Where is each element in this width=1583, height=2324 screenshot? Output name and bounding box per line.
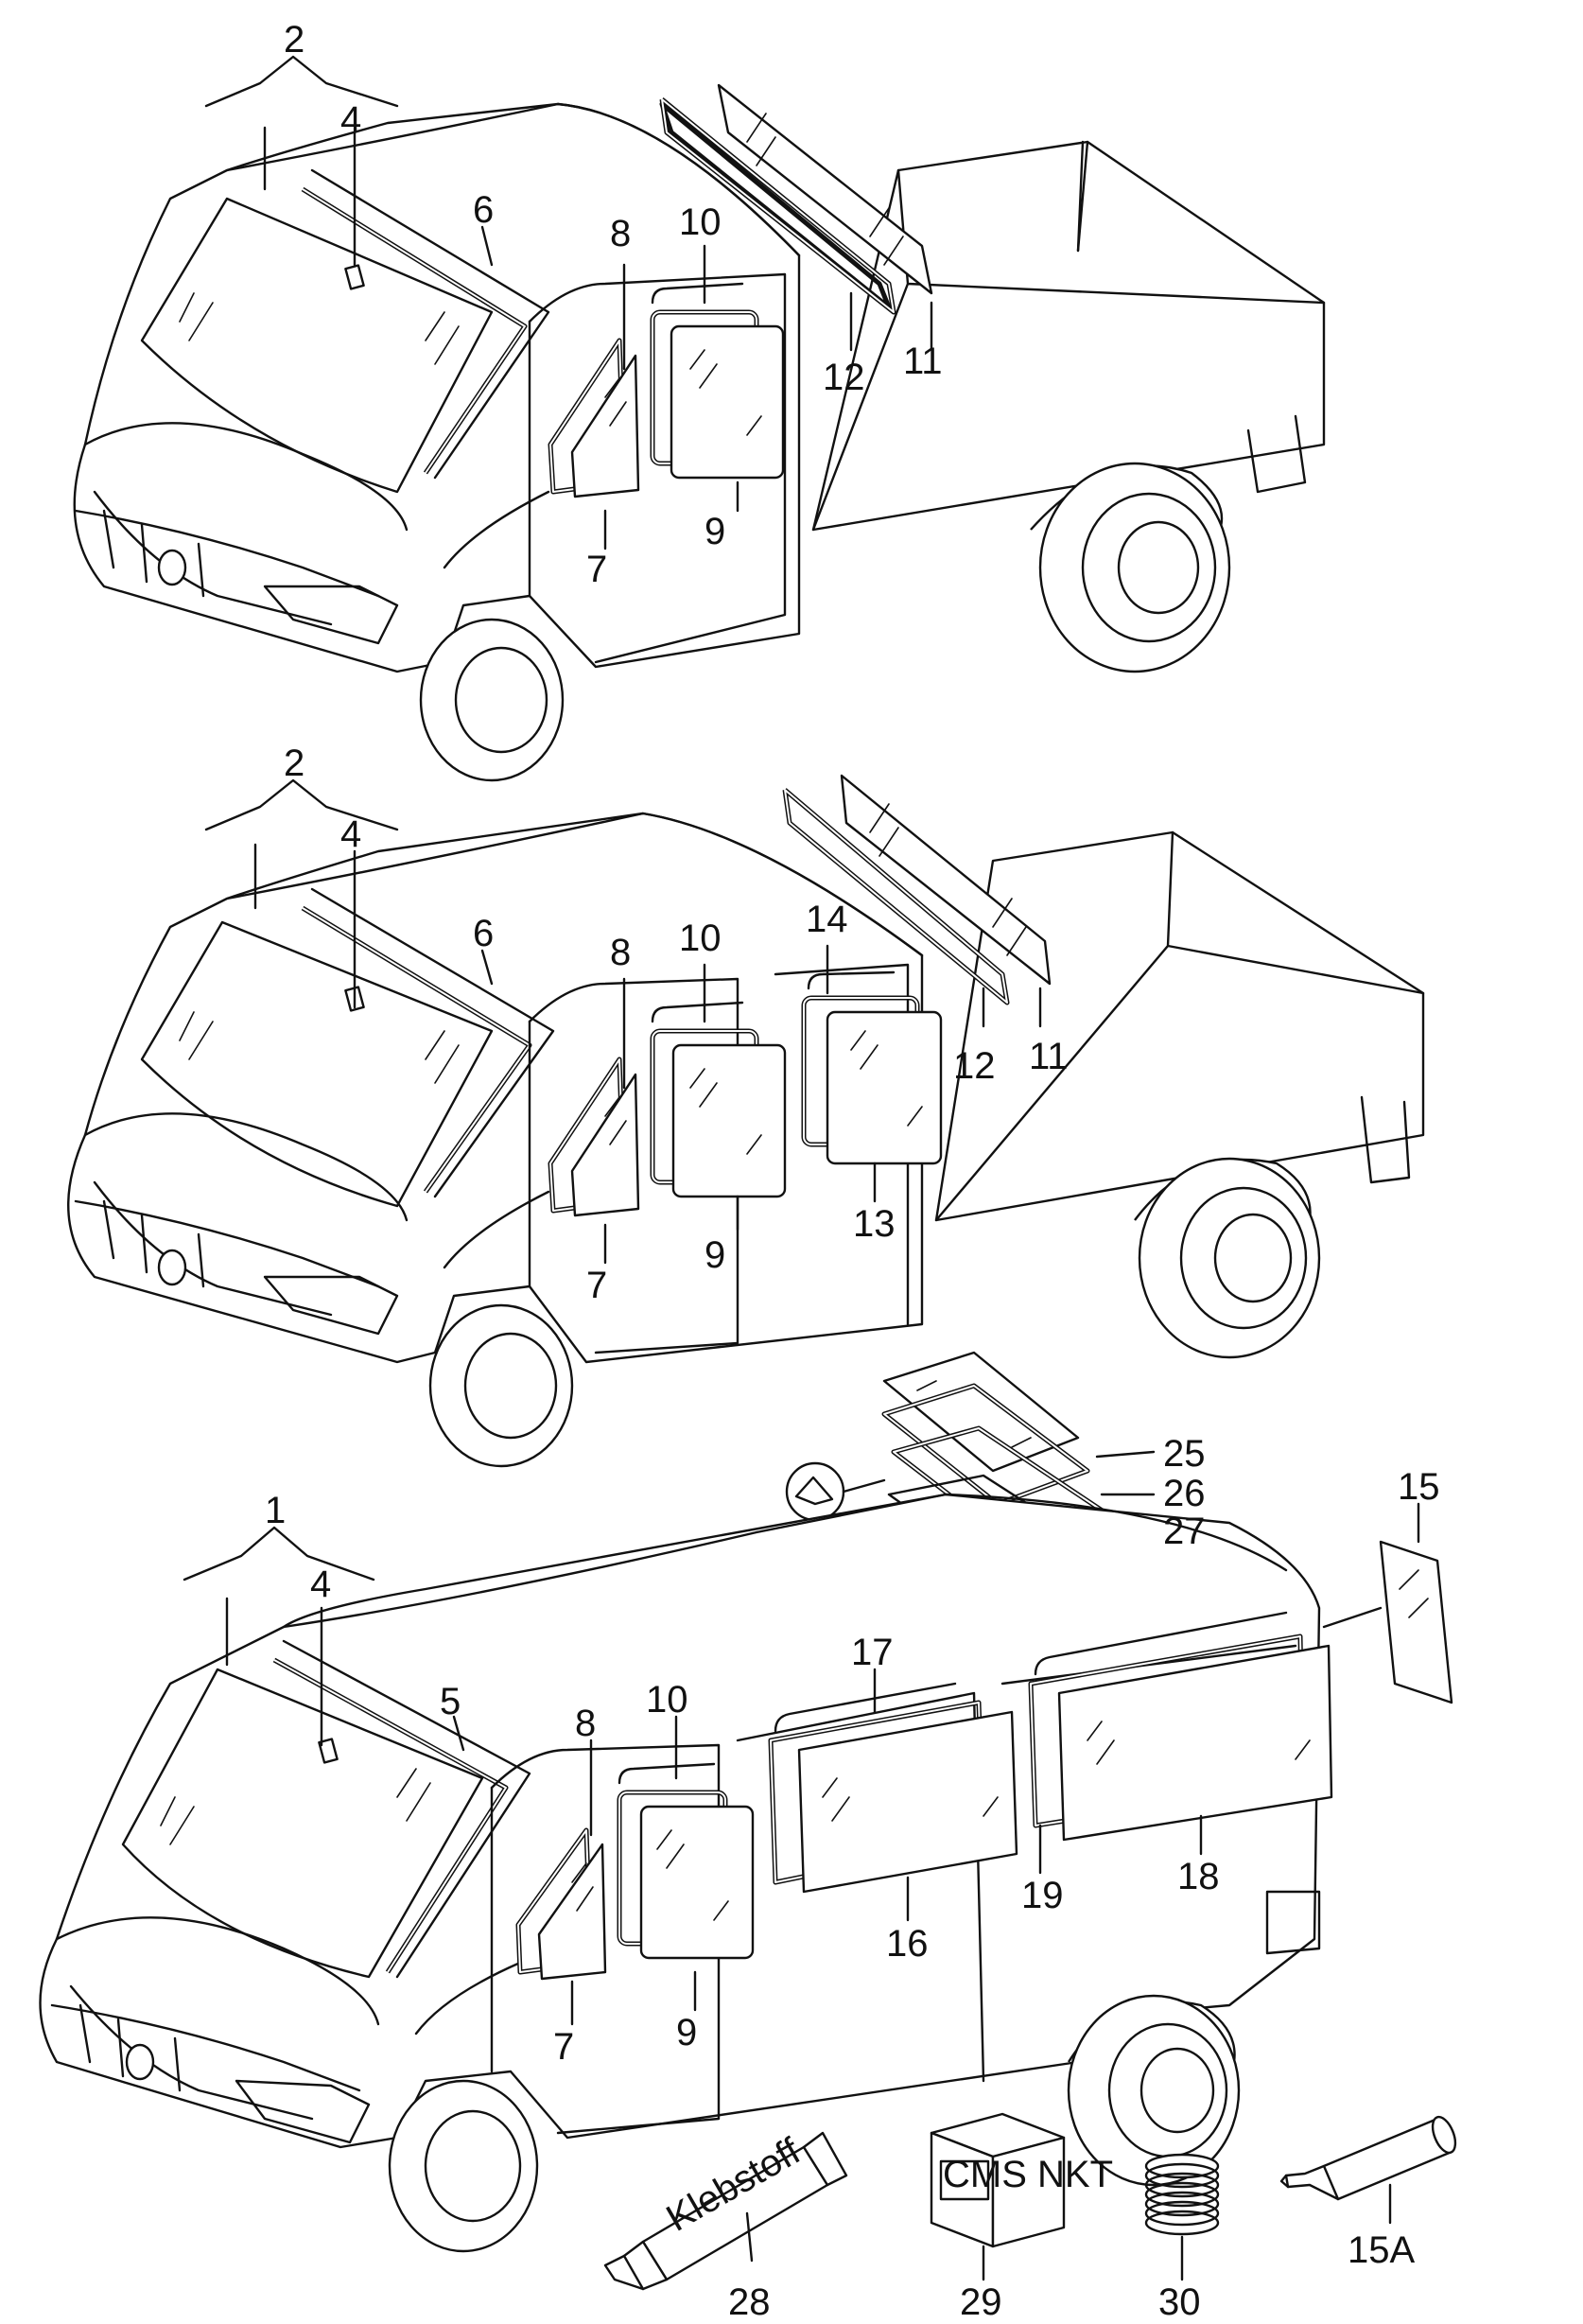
label-9-mid: 9: [705, 1234, 725, 1276]
van: [39, 1493, 1321, 2253]
leaders-2: [204, 778, 1042, 1265]
rear-side-window-13: [801, 970, 943, 1165]
label-30: 30: [1158, 2281, 1201, 2323]
coil-30: [1144, 2153, 1220, 2281]
label-6-mid: 6: [473, 913, 494, 954]
box-label: CMS NKT: [943, 2154, 1113, 2195]
truck-double-cab: [67, 774, 1425, 1468]
label-1: 1: [265, 1490, 286, 1531]
leaders-1: [204, 55, 933, 550]
label-13: 13: [853, 1203, 896, 1245]
label-2-mid: 2: [284, 743, 304, 784]
label-7-bot: 7: [553, 2026, 574, 2068]
side-window-9: [650, 282, 785, 480]
label-16: 16: [886, 1923, 929, 1965]
label-4-mid: 4: [340, 813, 361, 855]
label-29: 29: [960, 2281, 1002, 2323]
label-26: 26: [1163, 1473, 1206, 1514]
label-11-mid: 11: [1029, 1036, 1069, 1077]
cargo-bed-1: [811, 140, 1326, 673]
label-10-bot: 10: [646, 1679, 688, 1721]
leaders-3: [183, 1502, 1420, 2026]
cab-body-2: [67, 812, 924, 1468]
vent-window-7b: [548, 1057, 640, 1217]
label-9-bot: 9: [676, 2012, 697, 2053]
box-29: CMS NKT: [930, 2112, 1113, 2281]
label-7-mid: 7: [586, 1265, 607, 1306]
label-10-top: 10: [679, 201, 722, 243]
rear-window-11: [659, 83, 933, 315]
van-side-window-18: [1028, 1611, 1333, 1842]
label-5: 5: [440, 1681, 461, 1722]
label-4-bot: 4: [310, 1564, 331, 1605]
label-6-top: 6: [473, 189, 494, 231]
side-window-9b: [650, 1001, 787, 1198]
label-4-top: 4: [340, 99, 361, 141]
label-9-top: 9: [705, 511, 725, 552]
cargo-bed-2: [934, 830, 1425, 1359]
label-12-top: 12: [823, 357, 865, 398]
cartridge-15a: [1279, 2115, 1457, 2225]
label-8-top: 8: [610, 213, 631, 254]
label-7-top: 7: [586, 549, 607, 590]
label-2-top: 2: [284, 19, 304, 61]
adhesive-tube-28: Klebstoff: [603, 2130, 848, 2291]
van-side-window-16: [768, 1682, 1018, 1894]
label-11-top: 11: [903, 341, 943, 382]
label-15: 15: [1398, 1466, 1440, 1508]
vent-window-7: [548, 338, 640, 498]
clip-icon: [785, 1461, 845, 1522]
label-15a: 15A: [1348, 2229, 1415, 2271]
label-8-bot: 8: [575, 1703, 596, 1744]
label-14: 14: [806, 899, 848, 940]
label-19: 19: [1021, 1875, 1064, 1916]
label-18: 18: [1177, 1856, 1220, 1897]
label-8-mid: 8: [610, 932, 631, 973]
cab-body-1: [73, 102, 801, 782]
label-25: 25: [1163, 1433, 1206, 1475]
van-side-window-9: [617, 1762, 755, 1960]
label-28: 28: [728, 2281, 771, 2323]
van-vent-window-7: [515, 1827, 607, 1981]
rear-window-11b: [782, 774, 1052, 1005]
part-labels: 2 4 6 8 10 12 11 7 9 2 4 6 8 10 14 12 11…: [265, 19, 1440, 2323]
rear-door-window-15: [1322, 1540, 1453, 1704]
label-10-mid: 10: [679, 917, 722, 959]
label-12-mid: 12: [953, 1045, 996, 1087]
label-17: 17: [851, 1632, 894, 1673]
label-27: 27: [1163, 1511, 1206, 1552]
truck-single-cab: [73, 55, 1326, 782]
